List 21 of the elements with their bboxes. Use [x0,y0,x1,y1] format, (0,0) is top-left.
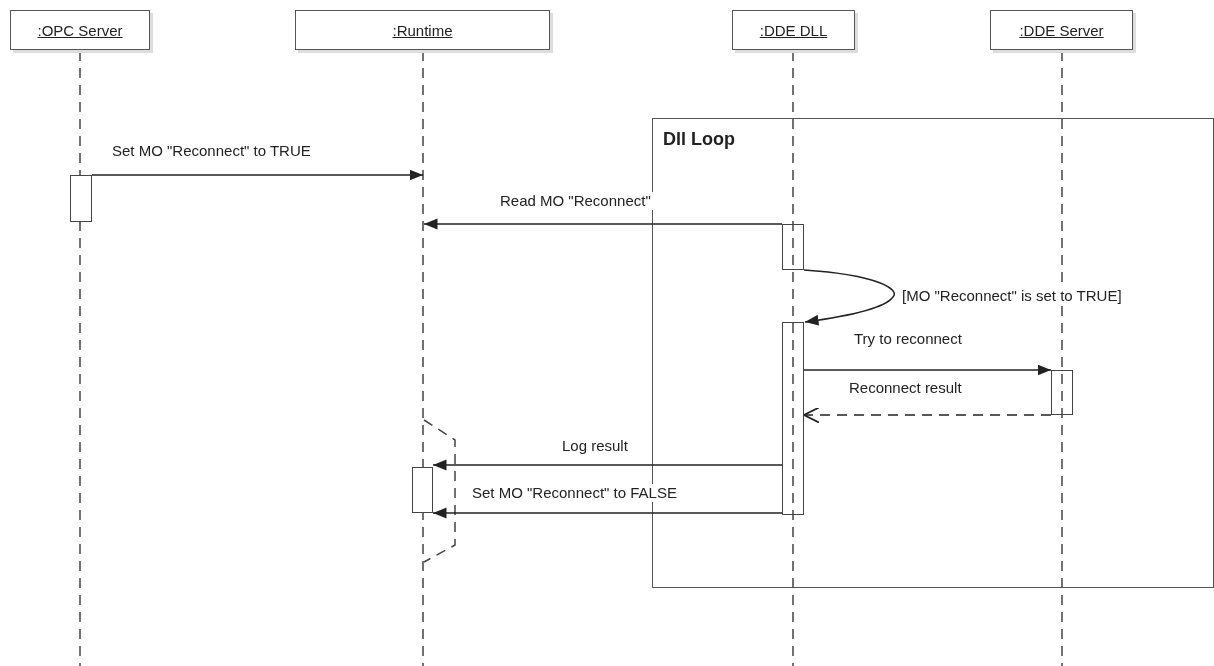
message-label: Log result [560,437,630,455]
participant-box: :Runtime [295,10,550,50]
activation-bar [781,321,804,515]
message-label: Set MO "Reconnect" to FALSE [470,484,679,502]
participant-box: :DDE Server [990,10,1133,50]
frame-title: Dll Loop [663,129,735,150]
message-arrow [432,507,783,519]
message-arrow [803,364,1052,376]
activation-bar [781,223,804,270]
activation-bar [70,175,92,222]
message-arrow [423,218,783,230]
self-message-arrow [803,269,895,326]
message-arrow [91,169,424,181]
guard-condition: [MO "Reconnect" is set to TRUE] [900,287,1124,305]
return-arrow [803,406,1052,424]
message-arrow [432,459,783,471]
participant-box: :DDE DLL [732,10,855,50]
participant-box: :OPC Server [10,10,150,50]
activation-bar [412,467,433,513]
activation-bar [1050,369,1073,415]
message-label: Read MO "Reconnect" [498,192,653,210]
